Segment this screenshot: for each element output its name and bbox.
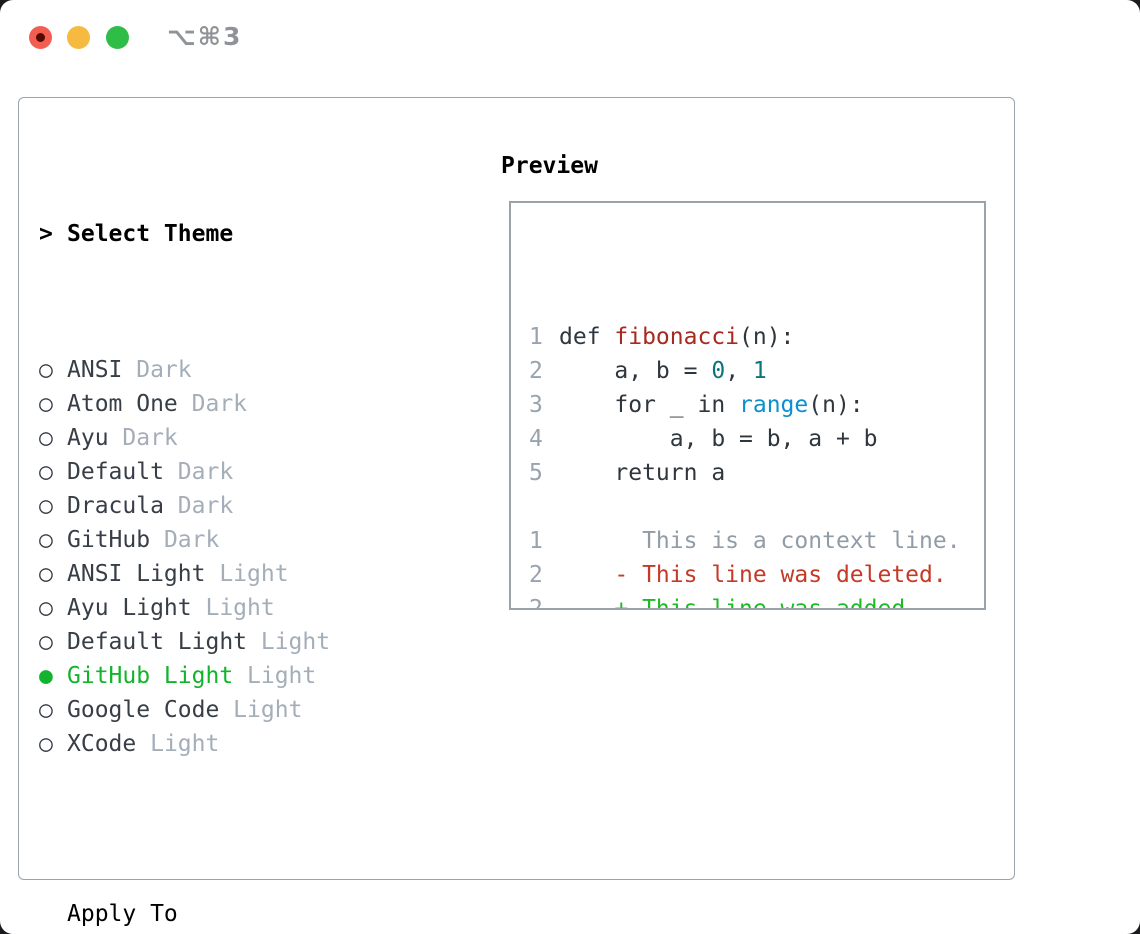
theme-variant-tag: Dark	[108, 425, 178, 451]
code-segment: 1	[752, 358, 767, 384]
theme-variant-tag: Light	[219, 697, 303, 723]
minimize-button[interactable]	[67, 26, 90, 49]
theme-picker-panel: > Select Theme ○ ANSI Dark ○ Atom One Dark ○ A…	[18, 97, 1015, 927]
code-segment: a, b =	[559, 358, 712, 384]
theme-picker-column: > Select Theme ○ ANSI Dark ○ Atom One Dark ○ A…	[39, 149, 427, 934]
line-number: 2	[529, 596, 543, 610]
line-number: 4	[529, 426, 543, 452]
radio-icon: ○	[39, 595, 53, 621]
code-line: 5 return a	[529, 456, 984, 490]
theme-item-label: Default	[67, 459, 164, 485]
select-theme-title: Select Theme	[67, 221, 234, 247]
code-segment: range	[739, 392, 809, 418]
theme-item-github[interactable]: ○ GitHub Dark	[39, 523, 427, 557]
theme-variant-tag: Dark	[177, 391, 248, 417]
theme-variant-tag: Dark	[122, 357, 192, 383]
theme-variant-tag: Dark	[163, 459, 234, 485]
radio-icon: ○	[39, 697, 53, 723]
theme-variant-tag: Light	[191, 595, 275, 621]
theme-item-ayu-light[interactable]: ○ Ayu Light Light	[39, 591, 427, 625]
close-button[interactable]	[29, 26, 52, 49]
theme-list: ○ ANSI Dark ○ Atom One Dark ○ Ayu Dark ○ Defaul…	[39, 353, 427, 761]
code-segment: 0	[711, 358, 726, 384]
theme-item-default[interactable]: ○ Default Dark	[39, 455, 427, 489]
radio-icon: ○	[39, 527, 53, 553]
radio-selected-icon: ●	[39, 663, 53, 689]
close-dot-icon	[36, 33, 45, 42]
select-theme-header: > Select Theme	[39, 217, 427, 251]
theme-item-label: ANSI Light	[67, 561, 206, 587]
theme-item-ansi-light[interactable]: ○ ANSI Light Light	[39, 557, 427, 591]
diff-text: - This line was deleted.	[559, 562, 947, 588]
code-segment: (n):	[739, 324, 795, 350]
theme-variant-tag: Light	[233, 663, 317, 689]
preview-title: Preview	[501, 153, 598, 179]
theme-item-label: Ayu	[67, 425, 109, 451]
theme-item-label: ANSI	[67, 357, 123, 383]
zoom-button[interactable]	[106, 26, 129, 49]
theme-item-label: Ayu Light	[67, 595, 192, 621]
radio-icon: ○	[39, 357, 53, 383]
theme-item-label: GitHub Light	[67, 663, 234, 689]
code-line: 4 a, b = b, a + b	[529, 422, 984, 456]
code-segment: for _ in	[559, 392, 740, 418]
theme-item-label: GitHub	[67, 527, 151, 553]
code-segment: (n):	[808, 392, 864, 418]
window-shortcut-label: ⌥⌘3	[167, 22, 243, 51]
radio-icon: ○	[39, 391, 53, 417]
radio-icon: ○	[39, 493, 53, 519]
theme-item-google-code[interactable]: ○ Google Code Light	[39, 693, 427, 727]
code-line: 1 def fibonacci(n):	[529, 320, 984, 354]
theme-item-label: Default Light	[67, 629, 248, 655]
radio-icon: ○	[39, 459, 53, 485]
theme-variant-tag: Dark	[150, 527, 220, 553]
apply-to-title: Apply To	[67, 901, 178, 927]
theme-item-xcode[interactable]: ○ XCode Light	[39, 727, 427, 761]
cursor-icon: >	[39, 221, 53, 247]
line-number: 5	[529, 460, 543, 486]
radio-icon: ○	[39, 561, 53, 587]
radio-icon: ○	[39, 731, 53, 757]
theme-item-atom-one[interactable]: ○ Atom One Dark	[39, 387, 427, 421]
code-segment: a, b = b, a + b	[559, 426, 878, 452]
code-segment: def	[559, 324, 615, 350]
line-number: 1	[529, 324, 543, 350]
diff-text: + This line was added.	[559, 596, 920, 610]
radio-icon: ○	[39, 629, 53, 655]
theme-variant-tag: Dark	[163, 493, 234, 519]
theme-item-dracula[interactable]: ○ Dracula Dark	[39, 489, 427, 523]
line-number: 2	[529, 358, 543, 384]
code-segment: return a	[559, 460, 726, 486]
theme-variant-tag: Light	[247, 629, 331, 655]
code-line: 2 a, b = 0, 1	[529, 354, 984, 388]
theme-variant-tag: Light	[136, 731, 220, 757]
line-number: 2	[529, 562, 543, 588]
theme-variant-tag: Light	[205, 561, 289, 587]
line-number: 3	[529, 392, 543, 418]
theme-item-github-light[interactable]: ● GitHub Light Light	[39, 659, 427, 693]
line-number: 1	[529, 528, 543, 554]
diff-line: 2 + This line was added.	[529, 592, 984, 610]
theme-item-label: Google Code	[67, 697, 220, 723]
theme-item-ansi[interactable]: ○ ANSI Dark	[39, 353, 427, 387]
diff-line: 1 This is a context line.	[529, 524, 984, 558]
diff-line: 2 - This line was deleted.	[529, 558, 984, 592]
code-diff-separator	[529, 490, 984, 524]
theme-item-label: XCode	[67, 731, 137, 757]
radio-icon: ○	[39, 425, 53, 451]
code-segment: fibonacci	[614, 324, 740, 350]
apply-to-header: Apply To	[39, 897, 427, 931]
diff-text: This is a context line.	[559, 528, 961, 554]
code-segment: ,	[725, 358, 753, 384]
theme-item-label: Dracula	[67, 493, 164, 519]
code-line: 3 for _ in range(n):	[529, 388, 984, 422]
theme-item-ayu[interactable]: ○ Ayu Dark	[39, 421, 427, 455]
theme-item-label: Atom One	[67, 391, 178, 417]
titlebar: ⌥⌘3	[0, 0, 1140, 75]
theme-item-default-light[interactable]: ○ Default Light Light	[39, 625, 427, 659]
